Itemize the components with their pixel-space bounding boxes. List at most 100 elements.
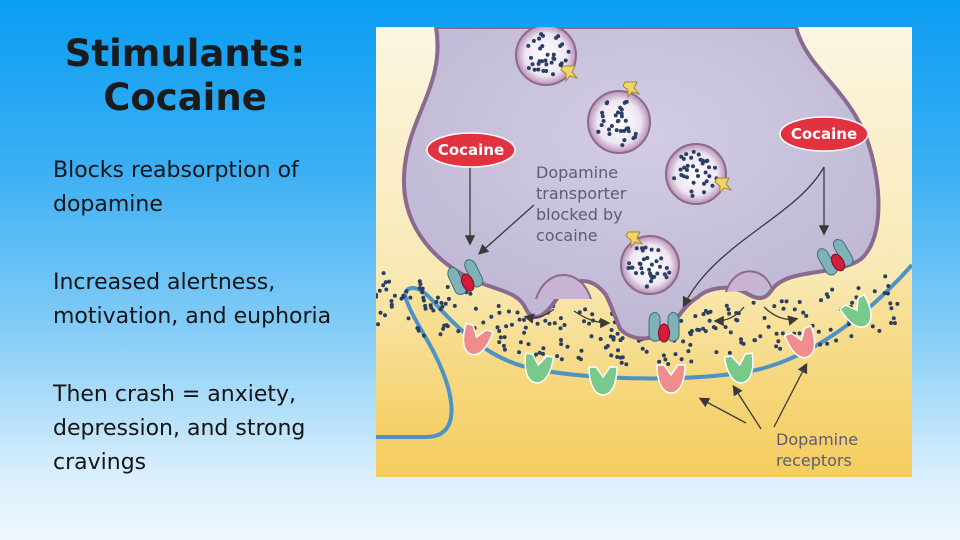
dopamine-molecule: [431, 308, 436, 313]
dopamine-molecule: [473, 306, 478, 311]
dopamine-molecule: [535, 321, 540, 326]
vesicle-dopamine: [630, 265, 635, 270]
dopamine-molecule: [758, 334, 763, 339]
dopamine-molecule: [558, 316, 563, 321]
vesicle-dopamine: [545, 52, 550, 57]
dopamine-molecule: [726, 307, 731, 312]
vesicle-dopamine: [544, 62, 549, 67]
receptor-label-line-2: receptors: [776, 451, 852, 470]
vesicle-dopamine: [694, 168, 699, 173]
dopamine-molecule: [501, 343, 506, 348]
vesicle-dopamine: [691, 149, 696, 154]
vesicle-dopamine: [656, 248, 661, 253]
dopamine-molecule: [611, 337, 616, 342]
dopamine-molecule: [735, 318, 740, 323]
receptor-label: Dopamine receptors: [776, 430, 858, 470]
bullet-effects: Increased alertness, motivation, and eup…: [53, 270, 332, 329]
dopamine-molecule: [603, 345, 608, 350]
vesicle-dopamine: [531, 38, 536, 43]
dopamine-molecule: [615, 331, 620, 336]
dopamine-molecule: [523, 325, 528, 330]
vesicle-dopamine: [710, 183, 715, 188]
dopamine-molecule: [517, 317, 522, 322]
vesicle-dopamine: [549, 60, 554, 65]
dopamine-molecule: [423, 306, 428, 311]
dopamine-molecule: [849, 334, 854, 339]
vesicle-dopamine: [649, 247, 654, 252]
dopamine-molecule: [582, 319, 586, 324]
dopamine-molecule: [468, 291, 473, 296]
dopamine-molecule: [834, 338, 839, 343]
dopamine-molecule: [681, 339, 686, 344]
vesicle-dopamine: [655, 271, 660, 276]
vesicle-dopamine: [622, 138, 627, 143]
dopamine-molecule: [387, 279, 392, 284]
presynaptic-terminal: [401, 27, 881, 341]
dopamine-molecule: [583, 307, 588, 312]
vesicle-dopamine: [634, 271, 638, 276]
dopamine-molecule: [703, 308, 708, 313]
dopamine-molecule: [541, 346, 546, 351]
dopamine-molecule: [739, 337, 743, 342]
vesicle-dopamine: [607, 127, 611, 132]
vesicle: [665, 143, 727, 205]
dopamine-molecule: [728, 330, 733, 335]
dopamine-molecule: [445, 285, 450, 289]
vesicle-dopamine: [551, 56, 556, 61]
dopamine-molecule: [882, 291, 887, 295]
vesicle-dopamine: [601, 119, 606, 123]
vesicle-dopamine: [690, 193, 695, 198]
vesicle-dopamine: [600, 114, 605, 119]
transporter-label-line-3: blocked by: [536, 205, 623, 224]
dopamine-molecule: [389, 299, 394, 303]
dopamine-molecule: [420, 290, 425, 295]
dopamine-molecule: [589, 334, 594, 339]
vesicle-dopamine: [613, 113, 618, 118]
bullet-crash: Then crash = anxiety, depression, and st…: [53, 382, 306, 475]
dopamine-molecule: [804, 313, 809, 318]
dopamine-molecule: [518, 340, 523, 345]
dopamine-molecule: [688, 342, 693, 347]
dopamine-molecule: [693, 314, 698, 319]
slide-title: Stimulants: Cocaine: [60, 32, 310, 121]
vesicle-dopamine: [619, 114, 624, 119]
dopamine-molecule: [559, 338, 563, 342]
dopamine-molecule: [392, 293, 397, 298]
vesicle-dopamine: [682, 165, 687, 170]
transporter-label-line-4: cocaine: [536, 226, 598, 245]
dopamine-molecule: [404, 289, 409, 294]
dopamine-molecule: [818, 342, 823, 347]
dopamine-molecule: [695, 327, 700, 332]
dopamine-molecule: [383, 280, 388, 285]
vesicle-dopamine: [631, 136, 636, 141]
dopamine-molecule: [522, 330, 527, 335]
dopamine-molecule: [847, 322, 851, 327]
dopamine-molecule: [673, 352, 678, 357]
dopamine-molecule: [495, 325, 500, 330]
vesicle-dopamine: [644, 284, 649, 289]
dopamine-molecule: [889, 306, 894, 311]
dopamine-molecule: [714, 350, 719, 355]
vesicle-dopamine: [620, 143, 625, 148]
dopamine-molecule: [776, 339, 781, 344]
dopamine-molecule: [381, 271, 386, 276]
dopamine-molecule: [752, 338, 757, 343]
dopamine-molecule: [872, 289, 877, 294]
vesicle-dopamine: [643, 245, 648, 250]
dopamine-molecule: [537, 350, 542, 355]
dopamine-molecule: [378, 310, 383, 315]
vesicle-dopamine: [691, 180, 696, 185]
dopamine-molecule: [456, 329, 461, 334]
dopamine-molecule: [889, 321, 893, 325]
dopamine-molecule: [657, 359, 662, 364]
dopamine-molecule: [739, 340, 744, 345]
dopamine-molecule: [481, 320, 486, 325]
vesicle-dopamine: [551, 72, 555, 77]
dopamine-molecule: [689, 359, 694, 364]
dopamine-molecule: [727, 311, 732, 316]
dopamine-molecule: [590, 312, 595, 317]
vesicle-dopamine: [540, 59, 544, 64]
vesicle-dopamine: [672, 176, 677, 181]
vesicle-dopamine: [649, 262, 654, 267]
dopamine-molecule: [886, 284, 891, 288]
